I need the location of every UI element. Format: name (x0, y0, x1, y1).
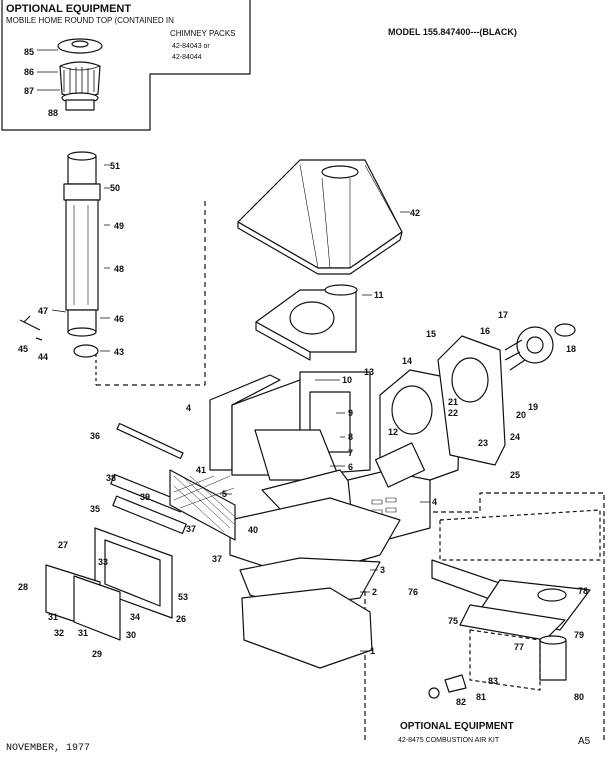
page-code: A5 (578, 736, 591, 747)
callout-18: 18 (566, 344, 576, 354)
flue-plate (73, 344, 99, 358)
callout-9: 9 (348, 408, 353, 418)
callout-29: 29 (92, 649, 102, 659)
callout-85: 85 (24, 47, 34, 57)
callout-53: 53 (178, 592, 188, 602)
door-frame (45, 473, 187, 641)
callout-30: 30 (126, 630, 136, 640)
callout-39: 39 (140, 492, 150, 502)
callout-78: 78 (578, 586, 588, 596)
callout-49: 49 (114, 221, 124, 231)
callout-47: 47 (38, 306, 48, 316)
callout-88: 88 (48, 108, 58, 118)
callout-27: 27 (58, 540, 68, 550)
callout-12: 12 (388, 427, 398, 437)
callout-33: 33 (98, 557, 108, 567)
callout-44: 44 (38, 352, 48, 362)
callout-14: 14 (402, 356, 412, 366)
callout-51: 51 (110, 161, 120, 171)
hood (237, 159, 403, 275)
callout-38: 38 (106, 473, 116, 483)
blower-fan (504, 323, 576, 371)
callout-77: 77 (514, 642, 524, 652)
callout-45: 45 (18, 344, 28, 354)
top-left-box (1, 0, 251, 131)
model-number: MODEL 155.847400---(BLACK) (388, 27, 517, 37)
callout-48: 48 (114, 264, 124, 274)
callout-82: 82 (456, 697, 466, 707)
callout-numbers: 85 86 87 88 51 50 49 48 47 46 45 44 43 4… (18, 47, 588, 707)
callout-50: 50 (110, 183, 120, 193)
callout-46: 46 (114, 314, 124, 324)
firebox (209, 371, 371, 531)
callout-4-right: 4 (432, 497, 437, 507)
callout-24: 24 (510, 432, 520, 442)
callout-20: 20 (516, 410, 526, 420)
callout-35: 35 (90, 504, 100, 514)
callout-6: 6 (348, 462, 353, 472)
base-assembly (229, 497, 401, 669)
callout-79: 79 (574, 630, 584, 640)
callout-80: 80 (574, 692, 584, 702)
callout-21: 21 (448, 397, 458, 407)
callout-31b: 31 (78, 628, 88, 638)
chimney-pipe (63, 151, 101, 337)
callout-7: 7 (348, 448, 353, 458)
top-bar (116, 422, 184, 460)
callout-13: 13 (364, 367, 374, 377)
callout-75: 75 (448, 616, 458, 626)
callout-1: 1 (370, 646, 375, 656)
callout-34: 34 (130, 612, 140, 622)
callout-5: 5 (222, 489, 227, 499)
callout-28: 28 (18, 582, 28, 592)
flue-collar (255, 284, 358, 361)
kit-subtitle: 42-8475 COMBUSTION AIR KIT (398, 737, 500, 744)
callout-37b: 37 (212, 554, 222, 564)
callout-23: 23 (478, 438, 488, 448)
kit-title: OPTIONAL EQUIPMENT (400, 721, 514, 732)
callout-2: 2 (372, 587, 377, 597)
callout-4-left: 4 (186, 403, 191, 413)
footer-date: NOVEMBER, 1977 (6, 743, 91, 754)
screw-parts (19, 315, 43, 341)
callout-81: 81 (476, 692, 486, 702)
callout-32: 32 (54, 628, 64, 638)
callout-41: 41 (196, 465, 206, 475)
callout-11: 11 (374, 290, 384, 300)
combustion-air-kit (428, 509, 601, 699)
callout-3: 3 (380, 565, 385, 575)
callout-19: 19 (528, 402, 538, 412)
callout-17: 17 (498, 310, 508, 320)
callout-87: 87 (24, 86, 34, 96)
callout-37a: 37 (186, 524, 196, 534)
grille-screen (169, 469, 236, 541)
callout-25: 25 (510, 470, 520, 480)
callout-43: 43 (114, 347, 124, 357)
callout-36: 36 (90, 431, 100, 441)
callout-15: 15 (426, 329, 436, 339)
pack-number-a: 42-84043 or (172, 43, 210, 50)
combustion-kit-box (364, 492, 605, 740)
leader-lines (37, 49, 430, 652)
callout-22: 22 (448, 408, 458, 418)
chimney-cap (57, 38, 103, 111)
callout-10: 10 (342, 375, 352, 385)
callout-76: 76 (408, 587, 418, 597)
pack-number-b: 42-84044 (172, 54, 202, 61)
callout-16: 16 (480, 326, 490, 336)
rear-plates (374, 335, 506, 488)
mobile-home-line2: CHIMNEY PACKS (170, 29, 236, 38)
callout-40: 40 (248, 525, 258, 535)
callout-8: 8 (348, 432, 353, 442)
mobile-home-line1: MOBILE HOME ROUND TOP (CONTAINED IN (6, 16, 174, 25)
callout-26: 26 (176, 614, 186, 624)
callout-83: 83 (488, 676, 498, 686)
optional-equipment-top-title: OPTIONAL EQUIPMENT (6, 3, 132, 15)
callout-42: 42 (410, 208, 420, 218)
callout-31a: 31 (48, 612, 58, 622)
callout-86: 86 (24, 67, 34, 77)
